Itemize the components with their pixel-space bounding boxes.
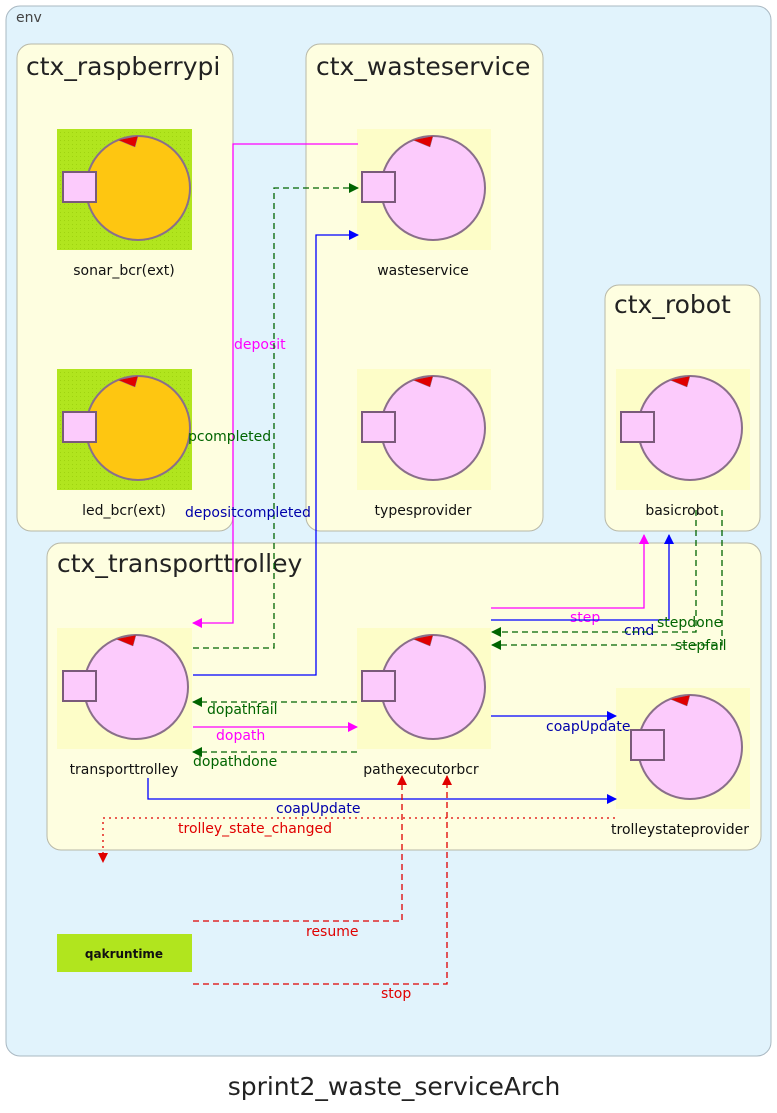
actor-sonar-bcr: sonar_bcr(ext) xyxy=(57,129,192,279)
edge-label-stepdone: stepdone xyxy=(657,615,722,631)
actor-transporttrolley: transporttrolley xyxy=(57,628,192,778)
actor-label: qakruntime xyxy=(85,947,163,961)
edge-stepfail xyxy=(491,510,723,650)
context-title: ctx_raspberrypi xyxy=(26,52,220,81)
actor-wasteservice: wasteservice xyxy=(357,129,491,279)
edge-label-stop: stop xyxy=(381,986,411,1002)
context-title: ctx_wasteservice xyxy=(316,52,530,81)
actor-label: basicrobot xyxy=(645,503,719,519)
edge-label-dopathfail: dopathfail xyxy=(207,702,278,718)
actor-label: wasteservice xyxy=(377,263,469,279)
edge-resume xyxy=(193,775,407,922)
edge-deposit xyxy=(192,143,358,628)
edge-label-coapupdate-2: coapUpdate xyxy=(276,801,360,817)
edge-cmd xyxy=(491,534,674,621)
actor-pathexecutorbcr: pathexecutorbcr xyxy=(357,628,491,778)
edge-label-deposit: deposit xyxy=(234,337,286,353)
diagram-caption: sprint2_waste_serviceArch xyxy=(228,1072,561,1101)
actor-basicrobot: basicrobot xyxy=(616,369,750,519)
actor-label: transporttrolley xyxy=(70,762,179,778)
actor-label: sonar_bcr(ext) xyxy=(73,263,174,279)
edge-label-resume: resume xyxy=(306,924,358,940)
edge-label-trolley-state-changed: trolley_state_changed xyxy=(178,821,332,837)
edge-label-coapupdate-1: coapUpdate xyxy=(546,719,630,735)
env-label: env xyxy=(16,10,42,26)
edge-label-step: step xyxy=(570,610,600,626)
edge-pcompleted xyxy=(193,183,359,649)
actor-label: pathexecutorbcr xyxy=(363,762,479,778)
edge-label-pcompleted: pcompleted xyxy=(188,429,271,445)
edge-trolley-state-changed xyxy=(98,817,615,863)
actor-typesprovider: typesprovider xyxy=(357,369,491,519)
actor-label: led_bcr(ext) xyxy=(82,503,166,519)
context-title: ctx_robot xyxy=(614,290,731,319)
actor-qakruntime: qakruntime xyxy=(57,934,192,972)
edge-stop xyxy=(193,775,452,985)
actor-label: trolleystateprovider xyxy=(611,822,749,838)
actor-led-bcr: led_bcr(ext) xyxy=(57,369,192,519)
actor-label: typesprovider xyxy=(375,503,472,519)
edge-step xyxy=(491,534,649,609)
edge-label-stepfail: stepfail xyxy=(675,638,727,654)
edge-label-depositcompleted: depositcompleted xyxy=(185,505,311,521)
edge-label-dopath: dopath xyxy=(216,728,265,744)
edge-label-cmd: cmd xyxy=(624,623,654,639)
edge-label-dopathdone: dopathdone xyxy=(193,754,277,770)
edge-depositcompleted xyxy=(193,230,359,676)
edge-stepdone xyxy=(491,510,697,637)
edge-coapupdate-2 xyxy=(147,778,617,804)
context-title: ctx_transporttrolley xyxy=(57,549,302,578)
actor-trolleystateprovider: trolleystateprovider xyxy=(611,688,750,838)
